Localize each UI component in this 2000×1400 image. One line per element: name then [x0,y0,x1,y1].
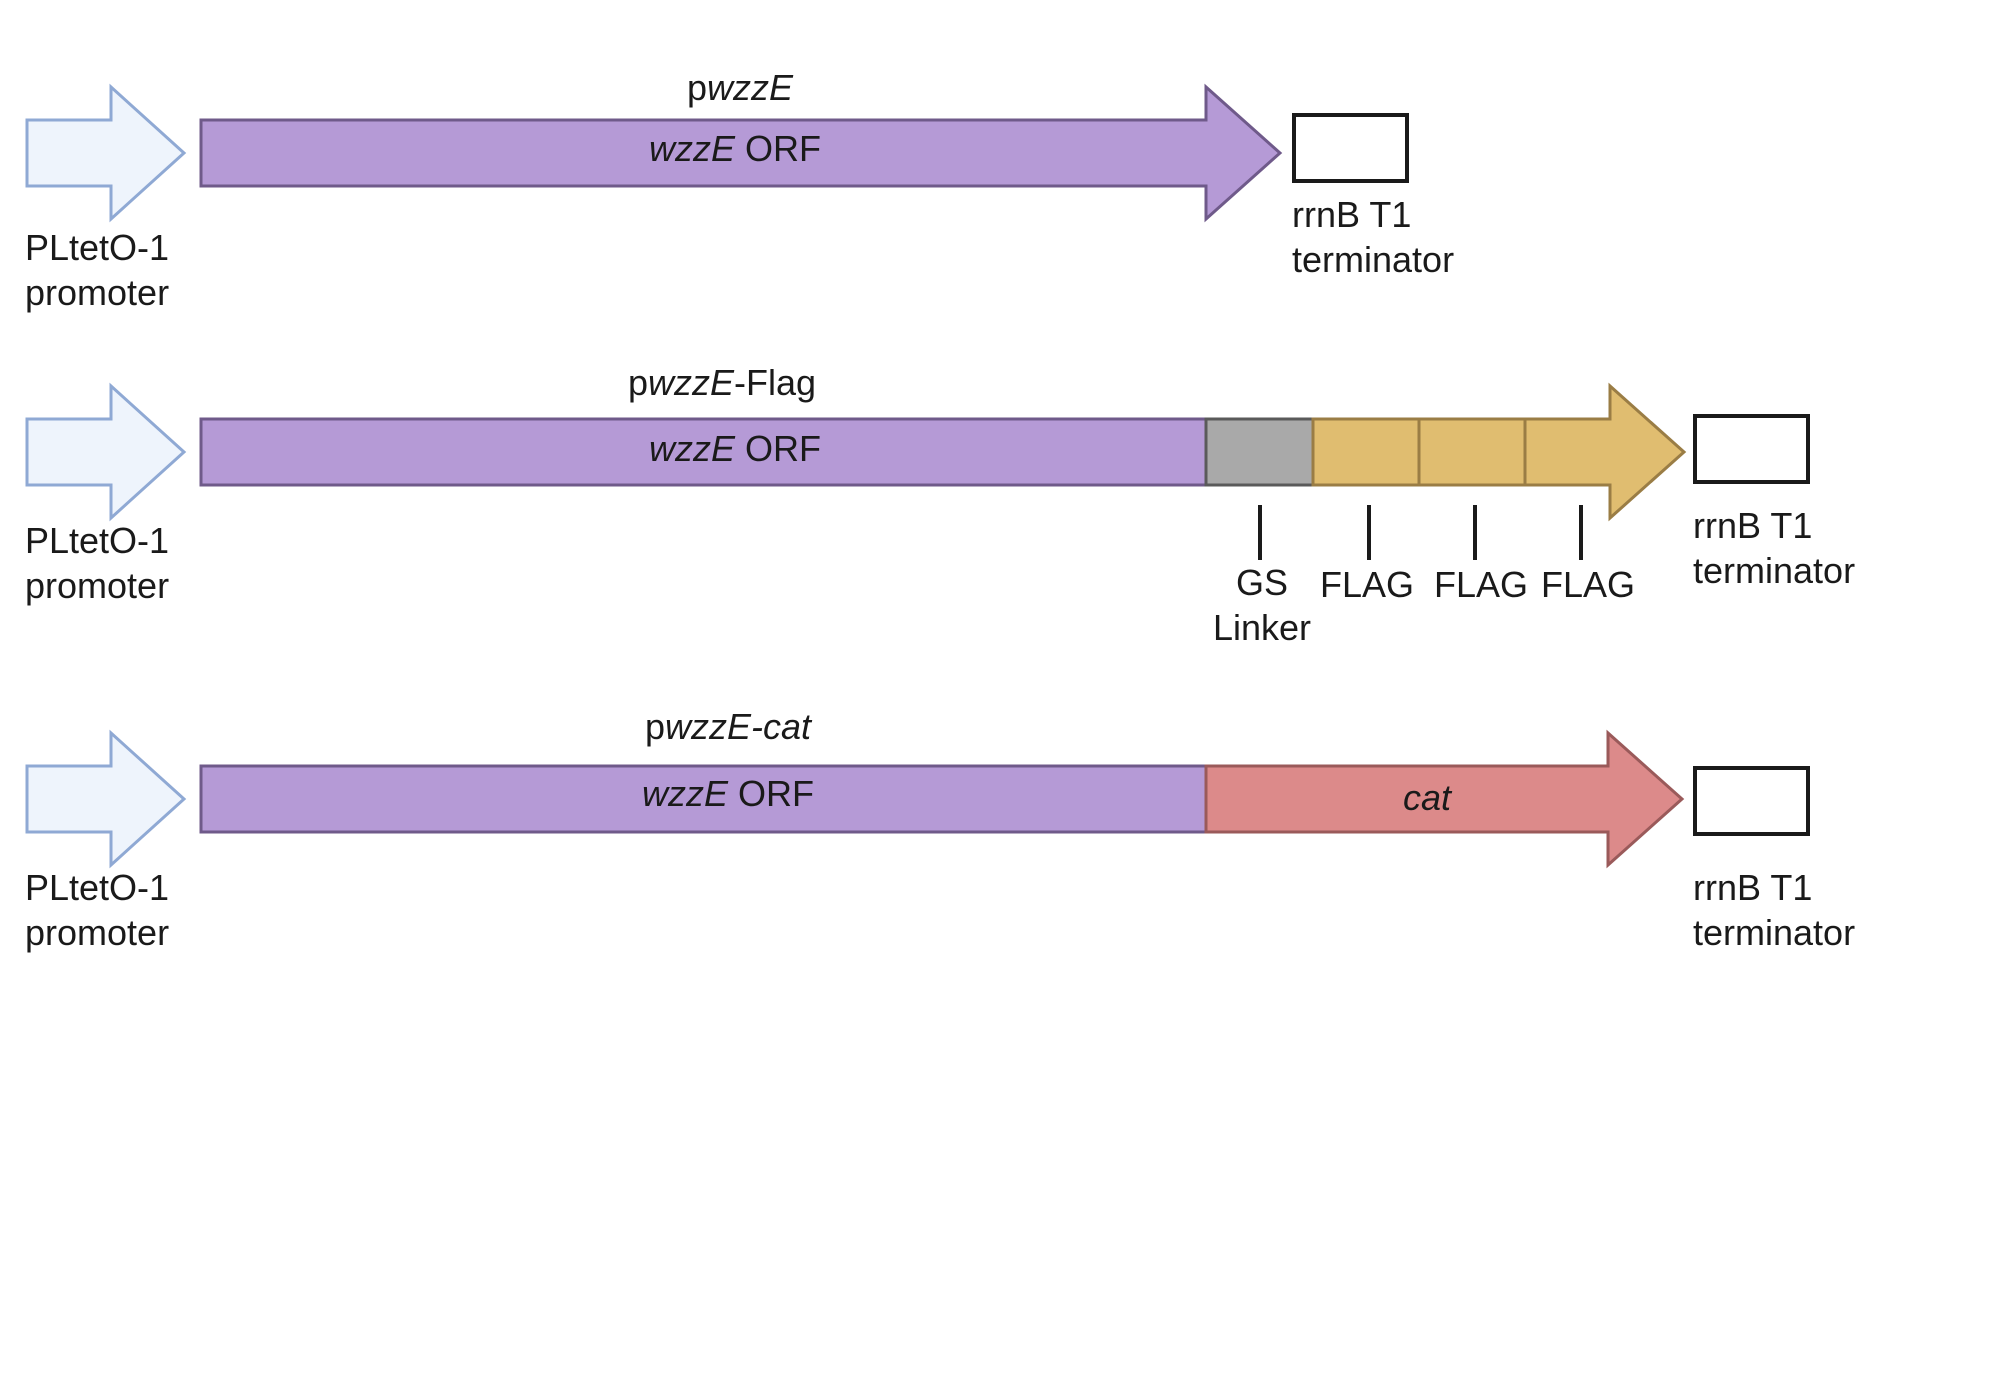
orf-label: wzzE ORF [649,428,821,469]
construct-title: pwzzE-cat [645,706,813,747]
promoter-arrow [25,382,187,522]
construct-title: pwzzE [687,67,794,108]
promoter-label-line1: PLtetO-1 [25,520,169,561]
terminator-box [1693,766,1810,836]
promoter-arrow [25,83,187,223]
terminator-label-line2: terminator [1292,239,1454,280]
flag-tag-arrow [1311,382,1687,522]
terminator-label-line2: terminator [1693,912,1855,953]
promoter-label-line2: promoter [25,565,169,606]
gs-linker-segment [1204,417,1315,487]
terminator-label-line1: rrnB T1 [1693,867,1812,908]
orf-arrow [199,83,1283,223]
flag-label: FLAG [1541,564,1635,605]
orf-label: wzzE ORF [649,128,821,169]
terminator-label-line1: rrnB T1 [1693,505,1812,546]
terminator-box [1292,113,1409,183]
construct-pwzze-cat: pwzzE-cat PLtetO-1 promoter wzzE ORF cat… [25,706,1855,953]
flag-label: FLAG [1320,564,1414,605]
linker-label-line2: Linker [1213,607,1311,648]
terminator-label-line1: rrnB T1 [1292,194,1411,235]
terminator-box [1693,414,1810,484]
orf-label: wzzE ORF [642,773,814,814]
promoter-label-line2: promoter [25,912,169,953]
cat-label: cat [1403,777,1453,818]
promoter-arrow [25,729,187,869]
promoter-label-line1: PLtetO-1 [25,227,169,268]
construct-pwzze: pwzzE PLtetO-1 promoter wzzE ORF rrnB T1… [25,67,1454,313]
terminator-label-line2: terminator [1693,550,1855,591]
construct-pwzze-flag: pwzzE-Flag PLtetO-1 promoter wzzE ORF GS… [25,362,1855,648]
cat-gene-arrow [1204,729,1685,869]
flag-label: FLAG [1434,564,1528,605]
promoter-label-line2: promoter [25,272,169,313]
linker-label-line1: GS [1236,562,1288,603]
promoter-label-line1: PLtetO-1 [25,867,169,908]
construct-title: pwzzE-Flag [628,362,816,403]
